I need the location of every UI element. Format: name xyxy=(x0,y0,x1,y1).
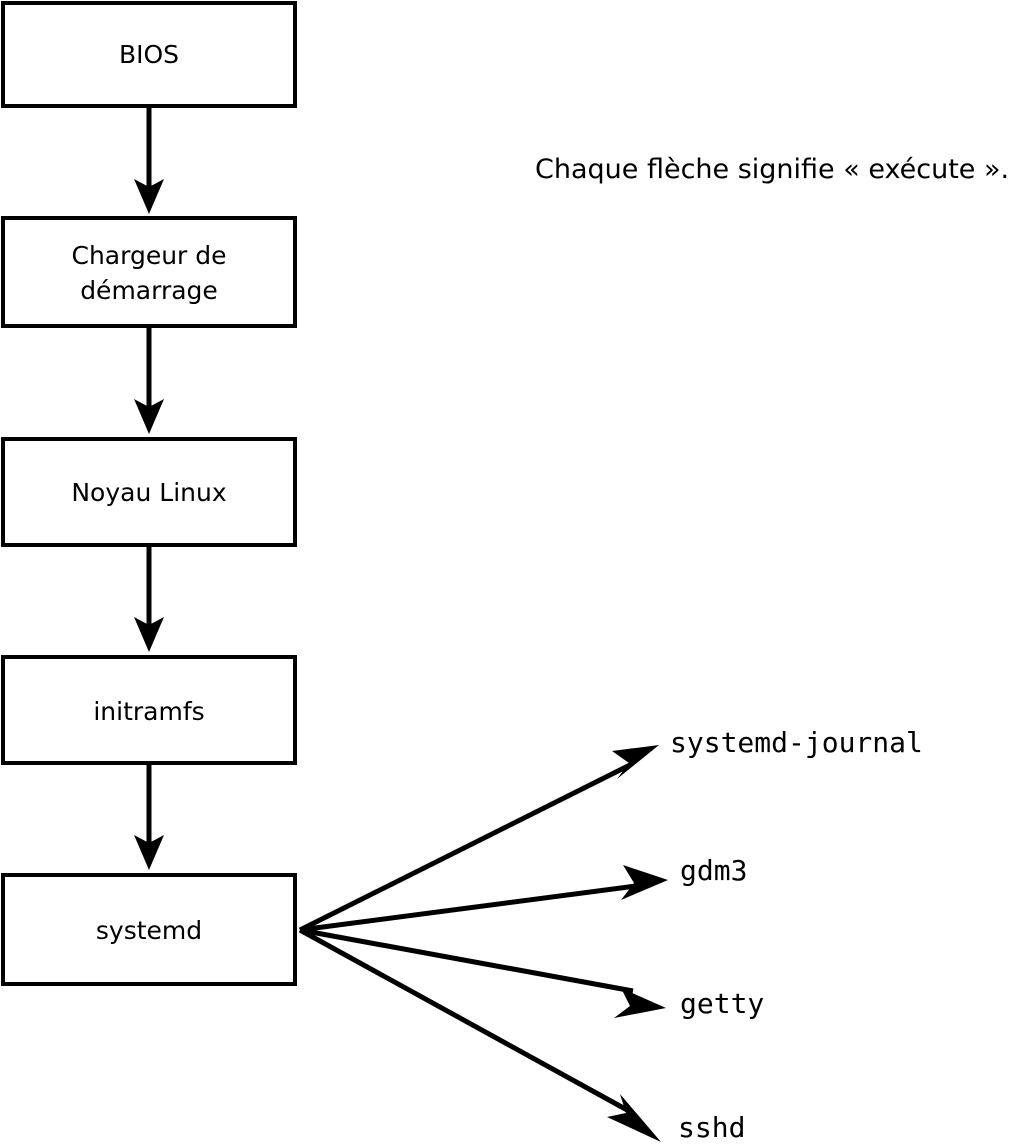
node-initramfs-box[interactable] xyxy=(1,655,297,765)
node-kernel[interactable]: Noyau Linux xyxy=(1,437,297,547)
edge-systemd-to-getty-arrowhead xyxy=(614,988,666,1018)
edge-systemd-to-systemd-journal-line xyxy=(298,762,632,933)
node-initramfs-label: initramfs xyxy=(93,697,204,726)
service-label-gdm3: gdm3 xyxy=(680,854,747,887)
edge-systemd-to-getty xyxy=(299,927,666,1018)
edge-kernel-to-initramfs-arrowhead xyxy=(134,617,164,652)
node-bootloader[interactable]: Chargeur de démarrage xyxy=(1,216,297,328)
edge-systemd-to-systemd-journal xyxy=(298,745,659,933)
edge-bios-to-bootloader xyxy=(134,108,164,214)
node-bootloader-label-line1: Chargeur de xyxy=(71,241,226,270)
node-systemd-label: systemd xyxy=(96,916,202,945)
edge-bios-to-bootloader-arrowhead xyxy=(134,179,164,214)
node-systemd[interactable]: systemd xyxy=(1,873,297,986)
edge-systemd-to-gdm3 xyxy=(299,865,668,933)
edge-systemd-to-getty-line xyxy=(299,927,634,994)
edge-systemd-to-gdm3-line xyxy=(299,883,637,933)
node-bios-box[interactable] xyxy=(1,1,297,108)
edge-systemd-to-gdm3-arrowhead xyxy=(621,865,668,900)
edge-kernel-to-initramfs xyxy=(134,547,164,652)
node-bios-label: BIOS xyxy=(119,40,179,69)
node-initramfs[interactable]: initramfs xyxy=(1,655,297,765)
node-systemd-box[interactable] xyxy=(1,873,297,986)
service-label-sshd: sshd xyxy=(678,1111,745,1144)
edge-systemd-to-systemd-journal-arrowhead xyxy=(612,745,659,779)
edge-systemd-to-sshd xyxy=(298,927,661,1142)
edge-initramfs-to-systemd-arrowhead xyxy=(134,835,164,870)
node-bios[interactable]: BIOS xyxy=(1,1,297,108)
node-kernel-label: Noyau Linux xyxy=(71,478,226,507)
node-bootloader-box[interactable] xyxy=(1,216,297,328)
edge-systemd-to-sshd-line xyxy=(298,927,631,1114)
service-label-systemd-journal: systemd-journal xyxy=(670,726,923,759)
edge-initramfs-to-systemd xyxy=(134,765,164,870)
service-label-getty: getty xyxy=(680,987,764,1020)
node-bootloader-label-line2: démarrage xyxy=(80,276,218,305)
edge-bootloader-to-kernel xyxy=(134,328,164,434)
node-kernel-box[interactable] xyxy=(1,437,297,547)
edge-systemd-to-sshd-arrowhead xyxy=(607,1094,661,1142)
edge-bootloader-to-kernel-arrowhead xyxy=(134,399,164,434)
diagram-caption: Chaque flèche signifie « exécute ». xyxy=(535,154,1009,185)
